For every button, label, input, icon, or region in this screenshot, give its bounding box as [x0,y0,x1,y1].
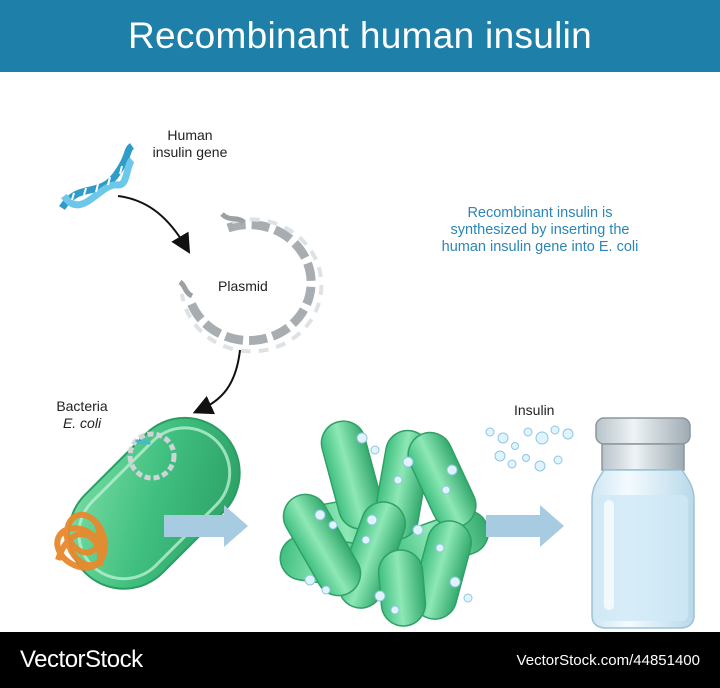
page-title: Recombinant human insulin [127,15,593,56]
dna-helix-icon [59,143,135,211]
plasmid-label: Plasmid [218,278,268,294]
gene-label: Human insulin gene [150,127,230,161]
footer-url: VectorStock.com/44851400 [516,652,700,669]
title-banner: Recombinant human insulin [0,0,720,72]
arrow-plasmid-to-bacteria [192,349,241,415]
gene-label-line2: insulin gene [152,144,228,160]
footer-brand: VectorStock [20,646,143,673]
process-arrow-1 [164,505,248,547]
bacteria-label: Bacteria E. coli [42,398,122,432]
arrow-gene-to-plasmid [117,195,191,254]
insulin-label: Insulin [514,402,555,418]
bacteria-label-line1: Bacteria [56,398,108,414]
insulin-vial-icon [591,417,695,629]
plasmid-ring-icon [178,212,324,354]
footer-bar: VectorStock VectorStock.com/44851400 [0,632,720,688]
diagram-illustration [54,143,695,629]
gene-label-line1: Human [167,127,213,143]
bacteria-label-line2: E. coli [62,415,102,431]
process-arrow-2 [486,505,564,547]
description-text: Recombinant insulin is synthesized by in… [441,205,639,255]
insulin-molecules-icon [485,425,574,472]
bacteria-colony-icon [279,420,490,627]
